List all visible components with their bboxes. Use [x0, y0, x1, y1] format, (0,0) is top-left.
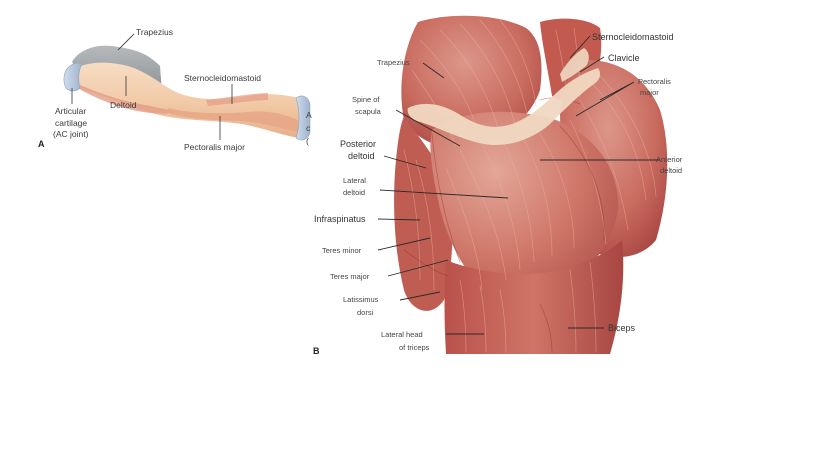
label-a-clipped-2: c [306, 123, 311, 133]
label-b-triceps-1: Lateral head [381, 330, 423, 339]
label-b-anterior-1: Anterior [656, 155, 683, 164]
label-a-articular-2: cartilage [55, 118, 87, 128]
label-a-pectoralis-major: Pectoralis major [184, 142, 245, 152]
label-a-deltoid: Deltoid [110, 100, 137, 110]
label-b-posterior-1: Posterior [340, 139, 376, 149]
leader-b-infraspinatus [377, 218, 421, 221]
label-a-articular-1: Articular [55, 106, 86, 116]
label-b-teres-major: Teres major [330, 272, 370, 281]
leader-b-posterior [383, 155, 427, 169]
label-a-sternocleidomastoid: Sternocleidomastoid [184, 73, 261, 83]
panel-b: Sternocleidomastoid Clavicle Trapezius P… [313, 15, 683, 356]
leader-b-teres-major [387, 259, 449, 277]
panel-a: Trapezius Sternocleidomastoid Deltoid Ar… [38, 27, 312, 152]
leader-b-pectoralis [575, 81, 635, 117]
leader-b-latissimus [399, 291, 441, 301]
label-b-infraspinatus: Infraspinatus [314, 214, 366, 224]
lower-back-muscles [394, 116, 453, 311]
label-b-pectoralis-1: Pectoralis [638, 77, 671, 86]
label-b-biceps: Biceps [608, 323, 636, 333]
leader-b-teres-minor [377, 237, 431, 251]
label-b-spine-2: scapula [355, 107, 382, 116]
label-b-clavicle: Clavicle [608, 53, 640, 63]
pectoralis-attachment-band [168, 108, 298, 132]
label-b-lateral-1: Lateral [343, 176, 366, 185]
label-b-lateral-2: deltoid [343, 188, 365, 197]
leader-b-spine [395, 109, 461, 147]
clavicle-tendon [560, 48, 589, 82]
label-b-sternocleidomastoid: Sternocleidomastoid [592, 32, 674, 42]
label-b-spine-1: Spine of [352, 95, 380, 104]
label-b-posterior-2: deltoid [348, 151, 375, 161]
label-a-trapezius: Trapezius [136, 27, 173, 37]
sternal-end-cap [295, 95, 311, 141]
muscle-shadows [403, 97, 605, 353]
label-a-articular-3: (AC joint) [53, 129, 89, 139]
panel-a-letter: A [38, 139, 45, 149]
label-b-pectoralis-2: major [640, 88, 659, 97]
label-b-latissimus-1: Latissimus [343, 295, 379, 304]
leader-a-trapezius [117, 33, 135, 51]
panel-b-letter: B [313, 346, 320, 356]
label-b-teres-minor: Teres minor [322, 246, 362, 255]
label-b-latissimus-2: dorsi [357, 308, 374, 317]
upper-arm [444, 240, 624, 354]
label-b-triceps-2: of triceps [399, 343, 430, 352]
scm-attachment-band [206, 93, 268, 106]
leader-b-clavicle [579, 56, 605, 73]
deltoid-attachment-band [78, 84, 176, 114]
articular-cartilage-cap [63, 62, 83, 92]
label-b-trapezius: Trapezius [377, 58, 410, 67]
leader-b-trapezius [422, 62, 445, 79]
spine-of-scapula-and-clavicle [407, 68, 601, 146]
label-a-clipped-1: A [306, 110, 312, 120]
leader-b-lateral [379, 189, 509, 199]
label-a-clipped-3: ( [306, 136, 309, 146]
leader-b-sternocleidomastoid [569, 35, 591, 59]
label-b-anterior-2: deltoid [660, 166, 682, 175]
